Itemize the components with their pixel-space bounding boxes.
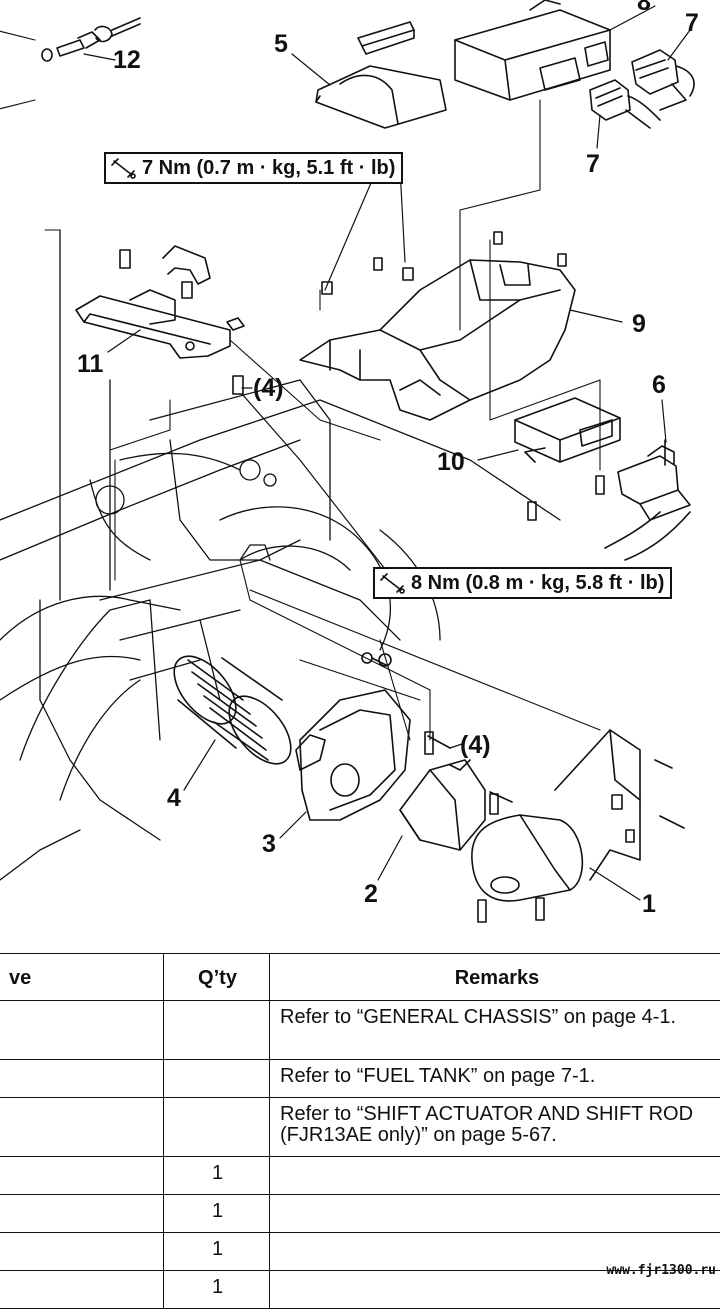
callout-10: 10 [437, 448, 465, 476]
row-item [0, 1195, 164, 1233]
row-remarks [270, 1195, 720, 1233]
row-remarks: Refer to “SHIFT ACTUATOR AND SHIFT ROD (… [270, 1098, 720, 1157]
frame-drawing [0, 230, 560, 880]
row-qty: 1 [164, 1233, 270, 1271]
row-qty: 1 [164, 1157, 270, 1195]
parts-table: ve Q’ty Remarks Refer to “GENERAL CHASSI… [0, 953, 720, 1309]
callout-12: 12 [113, 46, 141, 74]
part-6-harness-connector [605, 440, 690, 560]
callout-4-screws-lower: (4) [460, 731, 491, 759]
header-remarks: Remarks [270, 954, 720, 1001]
callout-7-bottom: 7 [586, 150, 600, 178]
callout-1: 1 [642, 890, 656, 918]
exploded-parts-diagram: 12 5 8 7 7 9 11 (4) 6 10 4 (4) 3 2 1 [0, 0, 720, 945]
part-10-relay-unit [515, 398, 620, 520]
torque-wrench-icon [110, 157, 138, 179]
callout-4-screws-upper: (4) [253, 374, 284, 402]
row-item [0, 1060, 164, 1098]
header-qty: Q’ty [164, 954, 270, 1001]
callout-11: 11 [77, 350, 104, 378]
torque-wrench-icon [379, 572, 407, 594]
site-watermark: www.fjr1300.ru [606, 1263, 716, 1278]
row-remarks: Refer to “FUEL TANK” on page 7-1. [270, 1060, 720, 1098]
part-8-control-unit [455, 0, 610, 100]
header-item: ve [0, 954, 164, 1001]
row-qty [164, 1098, 270, 1157]
row-qty: 1 [164, 1271, 270, 1309]
row-remarks: Refer to “GENERAL CHASSIS” on page 4-1. [270, 1001, 720, 1060]
row-remarks [270, 1157, 720, 1195]
part-9-tray [300, 232, 575, 420]
part-5-band-and-pad [316, 22, 446, 128]
callout-6: 6 [652, 371, 666, 399]
table-row: Refer to “FUEL TANK” on page 7-1. [0, 1060, 720, 1098]
row-item [0, 1098, 164, 1157]
callout-7-top: 7 [685, 9, 699, 37]
callout-leaders [84, 6, 690, 900]
torque-spec-7nm-label: 7 Nm (0.7 m · kg, 5.1 ft · lb) [142, 157, 395, 179]
callout-5: 5 [274, 30, 288, 58]
row-item [0, 1271, 164, 1309]
callout-4: 4 [167, 784, 181, 812]
row-item [0, 1001, 164, 1060]
part-7-connectors [590, 50, 694, 128]
callout-8: 8 [637, 0, 651, 16]
torque-spec-8nm-label: 8 Nm (0.8 m · kg, 5.8 ft · lb) [411, 572, 664, 594]
table-row: Refer to “SHIFT ACTUATOR AND SHIFT ROD (… [0, 1098, 720, 1157]
screws [372, 658, 512, 802]
callout-3: 3 [262, 830, 276, 858]
table-row: 1 [0, 1195, 720, 1233]
row-item [0, 1233, 164, 1271]
row-item [0, 1157, 164, 1195]
row-qty [164, 1060, 270, 1098]
callout-2: 2 [364, 880, 378, 908]
callout-9: 9 [632, 310, 646, 338]
torque-spec-7nm: 7 Nm (0.7 m · kg, 5.1 ft · lb) [104, 152, 403, 184]
torque-spec-8nm: 8 Nm (0.8 m · kg, 5.8 ft · lb) [373, 567, 672, 599]
table-row: Refer to “GENERAL CHASSIS” on page 4-1. [0, 1001, 720, 1060]
table-header-row: ve Q’ty Remarks [0, 954, 720, 1001]
row-qty: 1 [164, 1195, 270, 1233]
table-row: 1 [0, 1157, 720, 1195]
row-qty [164, 1001, 270, 1060]
